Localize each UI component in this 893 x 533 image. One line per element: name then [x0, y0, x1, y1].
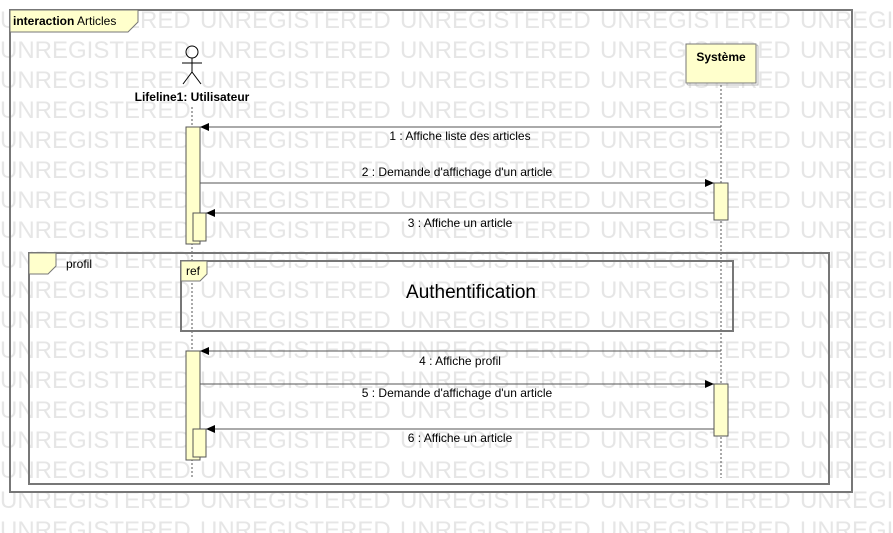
message-6[interactable]: 6 : Affiche un article	[206, 425, 714, 445]
object-box	[685, 43, 757, 84]
fragment-tab	[28, 252, 57, 275]
lifeline-systeme[interactable]: Système	[685, 43, 759, 478]
interaction-use[interactable]	[180, 260, 734, 332]
activation-bar	[713, 383, 729, 437]
message-label: 6 : Affiche un article	[408, 431, 513, 445]
interaction-frame	[9, 9, 853, 493]
message-3[interactable]: 3 : Affiche un article	[206, 209, 714, 230]
activation-bar	[713, 182, 729, 221]
lifeline-label: Lifeline1: Utilisateur	[135, 90, 250, 104]
ref-name: Authentification	[406, 282, 536, 303]
fragment-label: profil	[66, 257, 92, 271]
message-1[interactable]: 1 : Affiche liste des articles	[200, 123, 721, 143]
lifeline-label: Système	[696, 50, 746, 64]
combined-fragment	[28, 252, 830, 485]
message-label: 4 : Affiche profil	[419, 354, 501, 368]
ref-operator: ref	[186, 264, 201, 278]
object-box-shadow	[685, 43, 759, 86]
activation-bar	[192, 212, 207, 242]
message-5[interactable]: 5 : Demande d'affichage d'un article	[200, 380, 714, 400]
message-4[interactable]: 4 : Affiche profil	[200, 347, 721, 368]
frame-tab	[9, 9, 139, 33]
message-label: 5 : Demande d'affichage d'un article	[362, 386, 553, 400]
activation-bar	[192, 428, 207, 458]
message-label: 3 : Affiche un article	[408, 216, 513, 230]
actor-icon	[182, 45, 202, 85]
frame-title: interaction Articles	[13, 14, 116, 28]
message-2[interactable]: 2 : Demande d'affichage d'un article	[200, 165, 714, 187]
ref-tab	[180, 260, 208, 282]
message-label: 1 : Affiche liste des articles	[389, 129, 530, 143]
message-label: 2 : Demande d'affichage d'un article	[362, 165, 553, 179]
